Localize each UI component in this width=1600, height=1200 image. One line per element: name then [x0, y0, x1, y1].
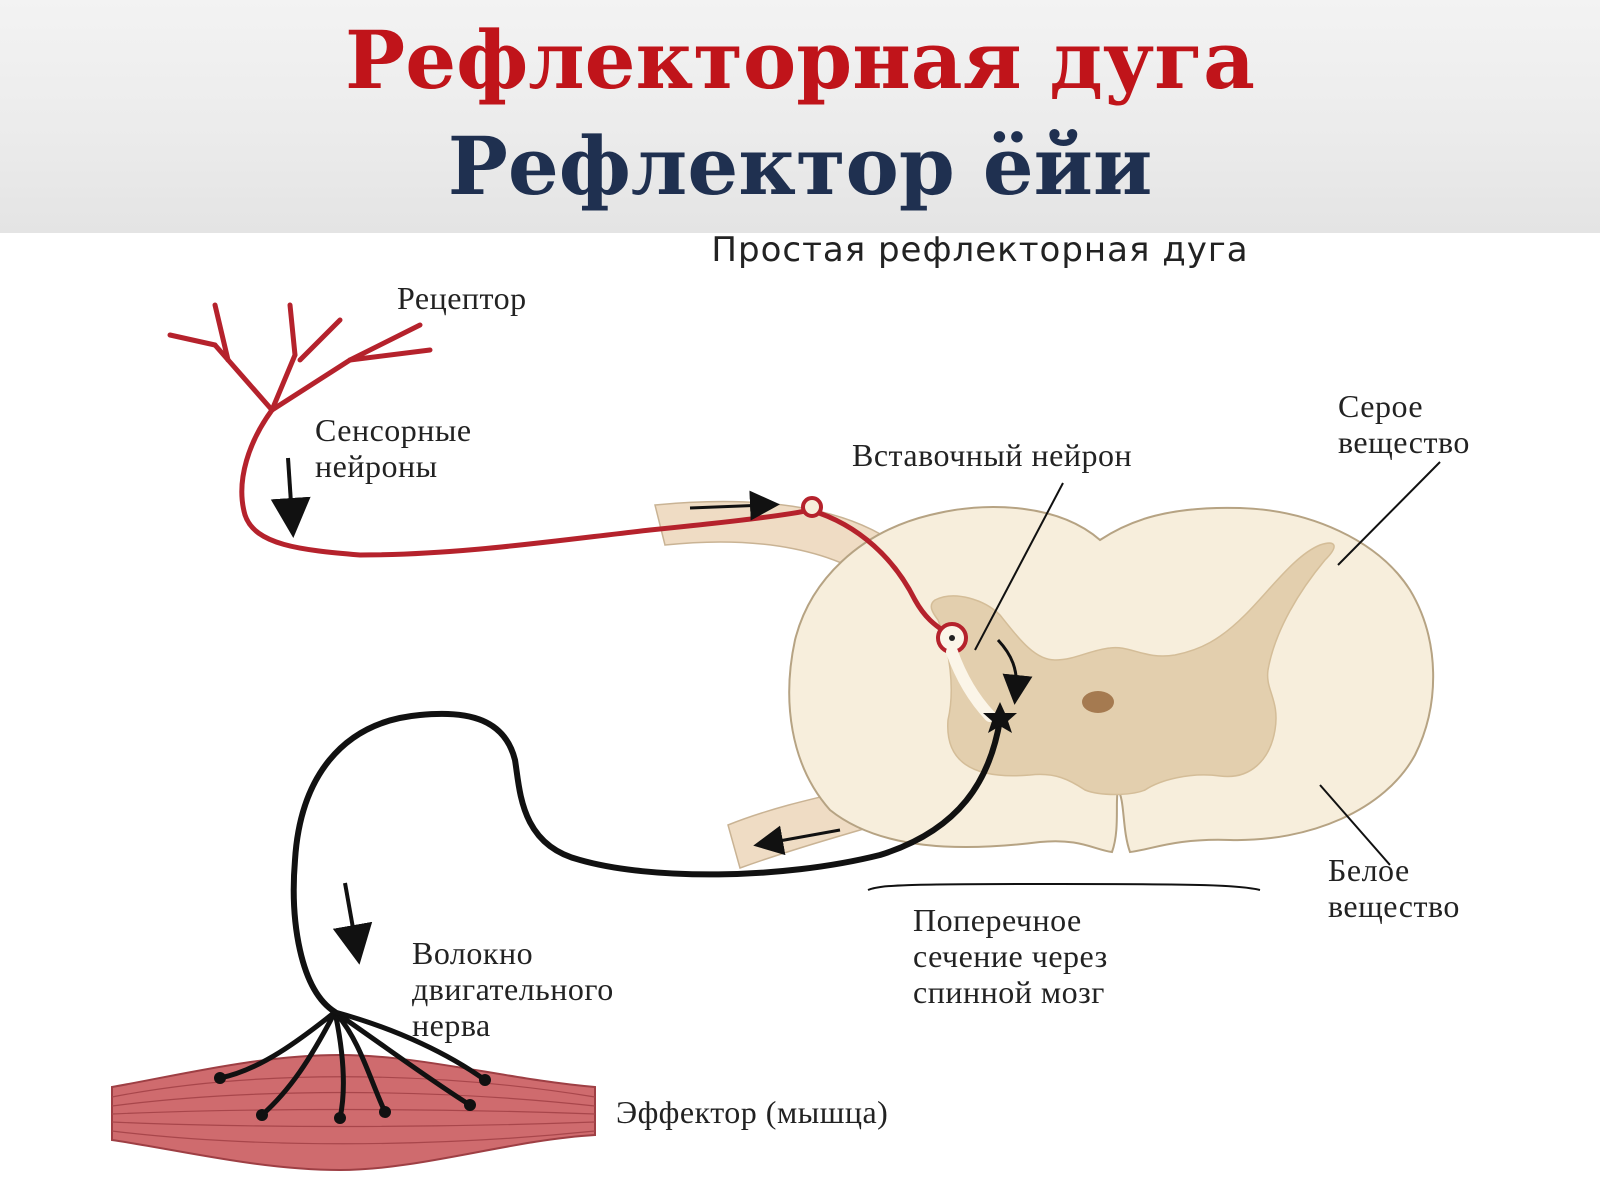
title-line-1: Рефлекторная дуга: [345, 13, 1255, 107]
dorsal-root-arrow-icon: [689, 490, 780, 521]
muscle-shape: [111, 1053, 596, 1172]
diagram-subtitle: Простая рефлекторная дуга: [711, 230, 1249, 270]
label-gray-matter: Серое вещество: [1338, 388, 1470, 460]
label-sensory-neurons: Сенсорные нейроны: [315, 412, 472, 484]
ventral-root-arrow-icon: [753, 825, 841, 856]
sensory-cell-body: [801, 496, 823, 518]
cross-section-brace: [867, 882, 1261, 891]
interneuron-arrow-icon: [996, 638, 1033, 705]
title-banner: Рефлекторная дуга Рефлектор ёйи: [0, 0, 1600, 233]
gray-matter-leader-line: [1337, 461, 1441, 566]
central-canal: [1082, 691, 1114, 713]
motor-end-plates: [214, 1072, 491, 1124]
motor-neuron-axon: [290, 710, 1003, 1015]
motor-nerve-terminals: [217, 1009, 488, 1121]
interneuron-nucleus: [949, 635, 955, 641]
label-receptor: Рецептор: [397, 280, 527, 316]
sensory-neuron: [167, 302, 948, 635]
label-white-matter: Белое вещество: [1328, 852, 1460, 924]
label-effector: Эффектор (мышца): [616, 1094, 889, 1130]
label-interneuron: Вставочный нейрон: [852, 437, 1133, 473]
label-motor-fiber: Волокно двигательного нерва: [412, 935, 614, 1043]
motor-direction-arrow-icon: [332, 882, 373, 965]
title-line-2: Рефлектор ёйи: [447, 119, 1153, 213]
white-matter-leader-line: [1319, 784, 1391, 866]
interneuron-axon: [946, 646, 996, 722]
sensory-direction-arrow-icon: [270, 457, 311, 538]
motor-neuron-star-icon: [983, 702, 1017, 733]
interneuron-leader-line: [974, 482, 1064, 651]
label-cross-section: Поперечное сечение через спинной мозг: [913, 902, 1108, 1010]
gray-matter-shape: [930, 542, 1335, 796]
